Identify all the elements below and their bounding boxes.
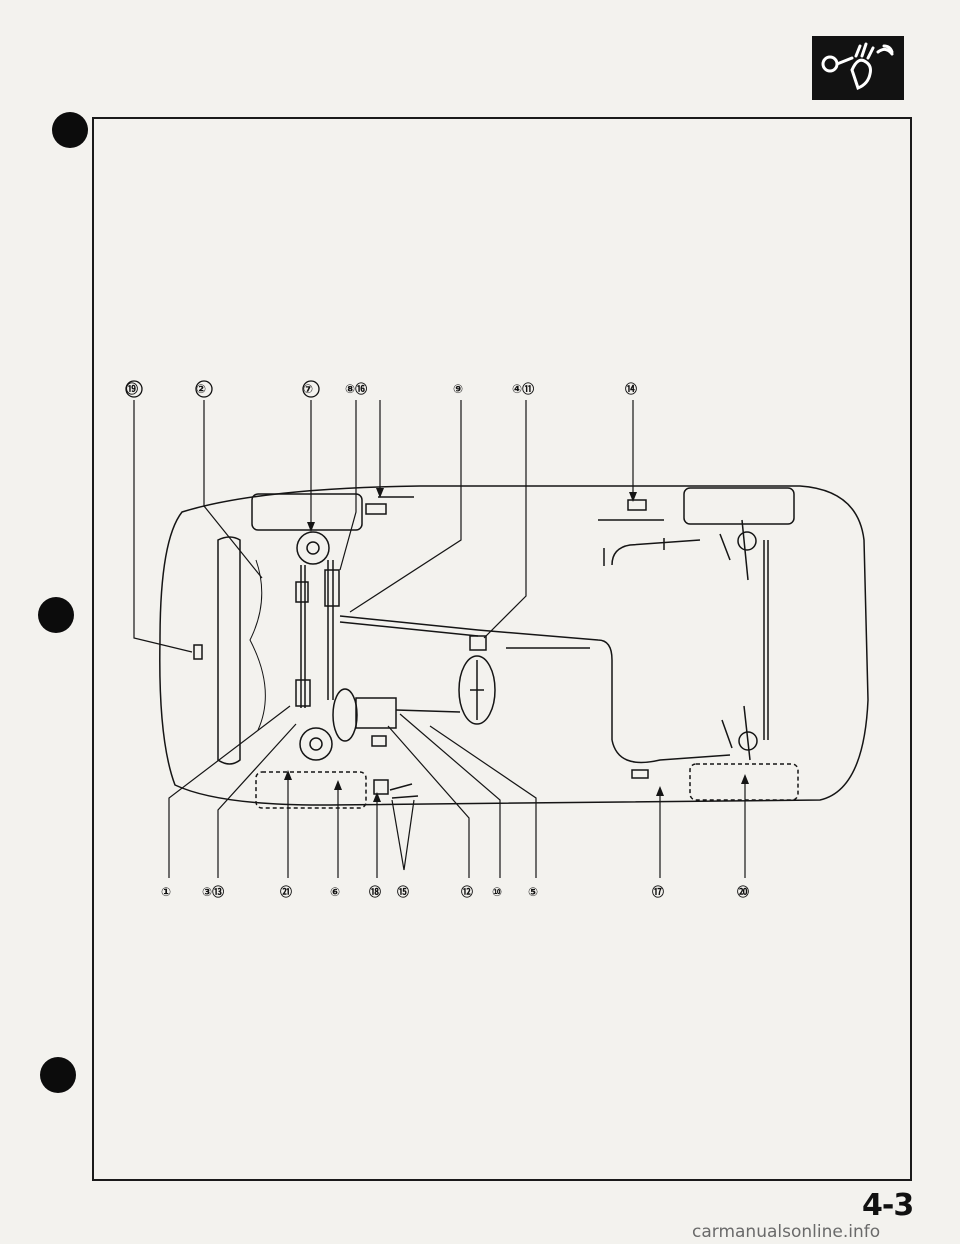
part-16 [365,503,387,515]
callout-7: ⑦ [303,382,313,396]
callout-12: ⑫ [461,884,473,899]
callout-4-11: ④⑪ [512,381,534,396]
binder-hole-middle [38,597,74,633]
binder-hole-bottom [40,1057,76,1093]
engine-outline [217,536,241,765]
callout-15: ⑮ [397,884,409,899]
callout-20: ⑳ [737,884,749,899]
brake-booster [332,688,358,742]
front-left-caliper [299,727,333,761]
rear-left-wheel [689,763,799,801]
steering-wheel [458,655,496,725]
page-number: 4-3 [862,1188,914,1223]
callout-8-16: ⑧⑯ [345,381,367,396]
diagram-frame [92,117,912,1181]
part-19 [193,644,203,660]
callout-5: ⑤ [528,885,538,899]
rear-right-wheel [683,487,795,525]
callout-17: ⑰ [652,884,664,899]
part-18 [373,779,389,795]
wrench-hand-icon [812,36,904,100]
callout-14: ⑭ [625,381,637,396]
front-left-wheel [255,771,367,809]
callout-1: ① [161,885,171,899]
callout-6: ⑥ [330,885,340,899]
rear-left-brake [738,731,758,751]
part-14 [627,499,647,511]
callout-2: ② [196,382,206,396]
callout-21: ㉑ [280,884,292,899]
front-right-caliper [296,531,330,565]
callout-19: ⑲ [126,381,138,396]
proportioning-valve [469,635,487,651]
front-right-wheel [251,493,363,531]
part-17 [631,769,649,779]
watermark: carmanualsonline.info [692,1222,881,1242]
callout-9: ⑨ [453,382,463,396]
callout-10: ⑩ [492,885,502,899]
callout-3-13: ③⑬ [202,884,224,899]
vehicle-outline [159,485,869,806]
callout-18: ⑱ [369,884,381,899]
binder-hole-top [52,112,88,148]
master-cylinder [355,697,397,729]
rear-right-brake [737,531,757,551]
